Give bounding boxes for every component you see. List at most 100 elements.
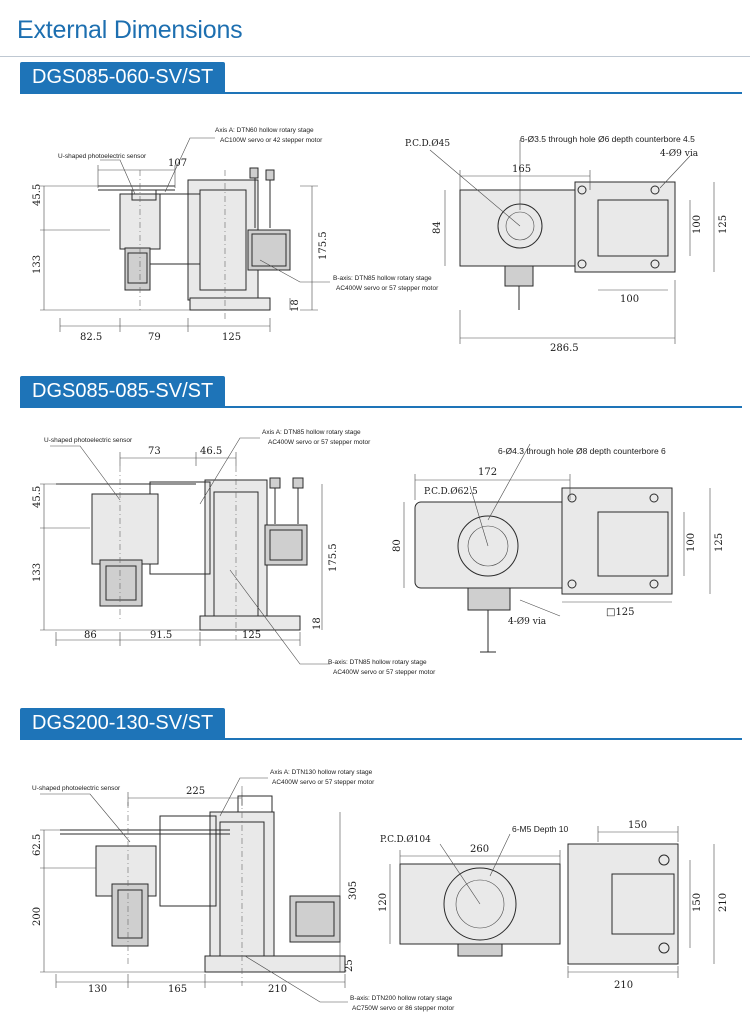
dim-79: 79 — [148, 332, 161, 343]
dim-86: 86 — [84, 630, 97, 641]
dim-right-lines — [689, 182, 715, 272]
dim-18-2: 18 — [312, 617, 323, 630]
label-holes-2: 6-Ø4.3 through hole Ø8 depth counterbore… — [498, 446, 666, 456]
b-motor — [247, 229, 291, 271]
label-axis-a-motor: AC100W servo or 42 stepper motor — [220, 137, 323, 144]
dim-150-v: 150 — [692, 893, 703, 912]
b-motor-2 — [264, 524, 308, 566]
a-motor-2 — [99, 559, 143, 607]
dim-172-line — [414, 474, 571, 500]
bottom-cable-2 — [480, 610, 496, 653]
top-view-2: P.C.D.Ø62.5 6-Ø4.3 through hole Ø8 depth… — [392, 443, 725, 653]
label-axis-b-2: B-axis: DTN85 hollow rotary stage — [328, 659, 427, 666]
a-axis-block-2 — [91, 493, 159, 565]
label-sensor-3: U-shaped photoelectric sensor — [32, 785, 121, 792]
dim-left-lines-3 — [40, 829, 205, 973]
section-header-1: DGS085-060-SV/ST — [0, 62, 750, 96]
dim-right-lines-2 — [683, 488, 711, 594]
dim-80: 80 — [392, 539, 403, 552]
label-axis-b-motor-2: AC400W servo or 57 stepper motor — [333, 669, 436, 676]
a-motor-face-3 — [117, 889, 143, 939]
dim-bottom-lines-top — [459, 280, 676, 344]
bottom-connector-3 — [457, 943, 503, 957]
dim-bottom-lines-3 — [55, 974, 346, 988]
side-view-2: Axis A: DTN85 hollow rotary stage AC400W… — [32, 429, 436, 676]
dim-125: 125 — [222, 332, 241, 343]
label-axis-a-2: Axis A: DTN85 hollow rotary stage — [262, 429, 361, 436]
dim-210-3: 210 — [268, 984, 287, 995]
dim-46-5: 46.5 — [200, 446, 222, 457]
center-bore-3 — [455, 879, 505, 929]
via-hole-3-2 — [658, 942, 670, 954]
b-motor-3 — [289, 895, 341, 943]
via-hole-2-2 — [649, 493, 659, 503]
dim-84: 84 — [432, 221, 443, 234]
section-1-drawings: Axis A: DTN60 hollow rotary stage AC100W… — [32, 127, 729, 354]
connector-2 — [265, 169, 275, 181]
dim-150-h: 150 — [628, 820, 647, 831]
dim-165: 165 — [512, 164, 531, 175]
connector-2a — [269, 477, 281, 489]
section-rule-3 — [20, 738, 742, 740]
via-hole-4 — [650, 259, 660, 269]
bottom-connector-2 — [467, 587, 511, 611]
dim-left-lines-2 — [40, 483, 200, 631]
dim-107-line — [97, 165, 176, 188]
via-hole-3 — [577, 259, 587, 269]
dim-82-5: 82.5 — [80, 332, 102, 343]
a-motor-face — [127, 252, 148, 284]
label-axis-a-motor-3: AC400W servo or 57 stepper motor — [272, 779, 375, 786]
label-pcd: P.C.D.Ø45 — [405, 138, 450, 149]
dim-120: 120 — [378, 893, 389, 912]
title-divider — [0, 56, 750, 57]
dim-210-h-line — [567, 966, 679, 978]
side-view-1: Axis A: DTN60 hollow rotary stage AC100W… — [32, 127, 439, 343]
dim-100-v-2: 100 — [686, 533, 697, 552]
label-sensor: U-shaped photoelectric sensor — [58, 153, 147, 160]
via-hole-2-3 — [567, 579, 577, 589]
centerlines — [139, 170, 226, 320]
a-axis-stage-2 — [149, 481, 211, 575]
dim-175-5-2: 175.5 — [328, 543, 339, 572]
dim-45-5: 45.5 — [32, 184, 43, 206]
label-axis-b-motor: AC400W servo or 57 stepper motor — [336, 285, 439, 292]
leader-axis-a — [164, 137, 215, 193]
a-motor-face-2 — [105, 565, 137, 601]
leader-axis-b-2 — [229, 569, 330, 665]
label-via: 4-Ø9 via — [660, 148, 699, 159]
b-stage-inner-2 — [597, 511, 669, 577]
section-title-2: DGS085-085-SV/ST — [20, 376, 226, 407]
label-holes: 6-Ø3.5 through hole Ø6 depth counterbore… — [520, 134, 695, 144]
b-stage-top-3 — [567, 843, 679, 965]
a-motor-3 — [111, 883, 149, 947]
via-hole-3-1 — [658, 854, 670, 866]
base-plate-3 — [204, 955, 346, 973]
section-rule-2 — [20, 406, 742, 408]
pcd-circle-3 — [443, 867, 517, 941]
dim-133-2: 133 — [32, 563, 43, 582]
via-hole-2-1 — [567, 493, 577, 503]
dim-260-line — [399, 850, 561, 864]
leaders-top-3 — [439, 833, 511, 905]
dim-210-v: 210 — [718, 893, 729, 912]
via-hole-2-4 — [649, 579, 659, 589]
dim-18: 18 — [290, 299, 301, 312]
dim-133: 133 — [32, 255, 43, 274]
dim-200: 200 — [32, 907, 43, 926]
dim-305: 305 — [348, 881, 359, 900]
leader-axis-a-3 — [219, 777, 268, 817]
dim-top-lines-2 — [119, 452, 237, 466]
dim-125-h-2: □125 — [606, 607, 635, 618]
dim-62-5: 62.5 — [32, 834, 43, 856]
section-2-drawings: Axis A: DTN85 hollow rotary stage AC400W… — [32, 429, 725, 676]
connector-1 — [249, 167, 259, 179]
a-axis-stage-3 — [159, 815, 217, 907]
b-stage-inner — [597, 199, 669, 257]
dim-107: 107 — [168, 158, 187, 169]
via-hole-1 — [577, 185, 587, 195]
leader-sensor — [100, 159, 136, 195]
centerlines-2 — [119, 466, 237, 640]
section-3-drawings: Axis A: DTN130 hollow rotary stage AC400… — [32, 769, 729, 1012]
center-bore-2 — [467, 525, 509, 567]
dim-225-line — [127, 792, 243, 806]
